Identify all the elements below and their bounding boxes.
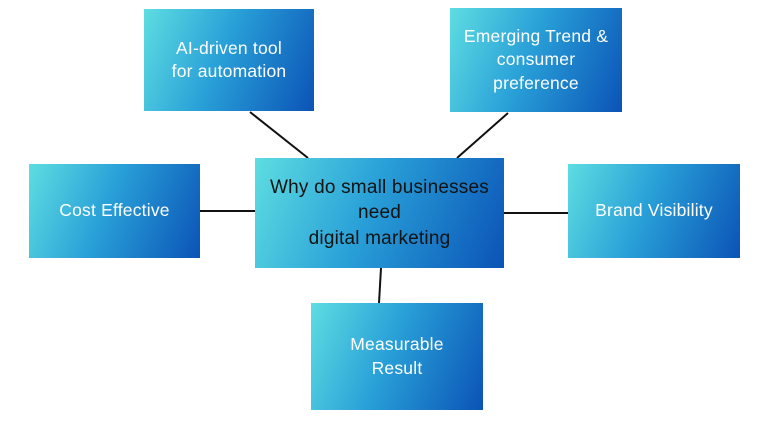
node-ai-driven-tool: AI-driven tool for automation [144,9,314,111]
node-measurable-result: Measurable Result [311,303,483,410]
ai-driven-tool-label: AI-driven tool for automation [171,37,287,81]
connector-measurable-center [378,267,382,304]
connector-ai-center [249,111,309,159]
connector-emerging-center [456,112,509,159]
brand-visibility-label: Brand Visibility [595,200,713,221]
central-topic-label: Why do small businesses need digital mar… [270,176,489,249]
node-emerging-trend: Emerging Trend & consumer preference [450,8,622,112]
measurable-result-label: Measurable Result [350,334,444,378]
node-brand-visibility: Brand Visibility [568,164,740,258]
emerging-trend-label: Emerging Trend & consumer preference [463,26,609,93]
cost-effective-label: Cost Effective [59,200,170,221]
node-cost-effective: Cost Effective [29,164,200,258]
node-central-topic: Why do small businesses need digital mar… [255,158,504,268]
